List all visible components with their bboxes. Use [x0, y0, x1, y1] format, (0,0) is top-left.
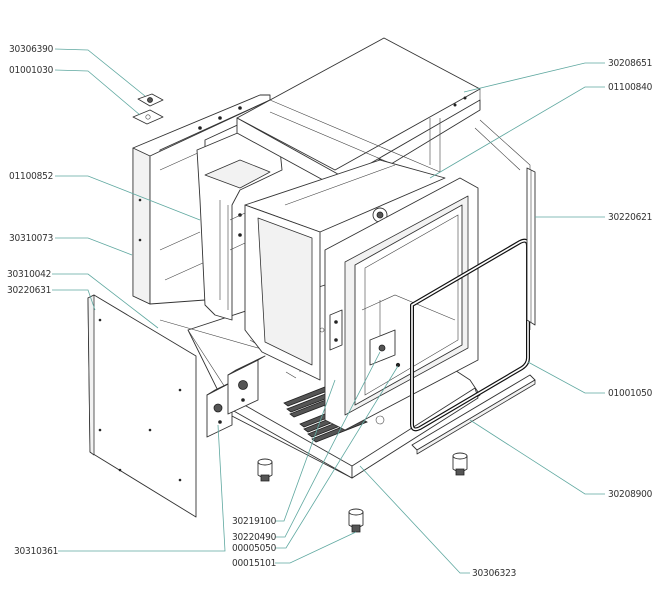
leader-30310361: [58, 424, 226, 552]
door-gasket: [410, 238, 530, 432]
left-side-panel: [87, 294, 197, 518]
callout-00015101: 00015101: [232, 558, 277, 569]
leader-00015101: [275, 531, 357, 564]
leader-30306390: [54, 48, 146, 97]
callout-30306390: 30306390: [9, 44, 54, 55]
leader-30220631: [52, 289, 96, 311]
small-bracket-parts: [132, 93, 164, 125]
leader-30310042: [52, 273, 159, 329]
hinge-bracket: [329, 309, 343, 351]
center-bracket: [369, 329, 401, 368]
leader-01001030: [54, 69, 141, 116]
front-frame: [324, 177, 479, 431]
callout-01100852: 01100852: [9, 171, 54, 182]
foot-front: [348, 508, 364, 533]
callout-30310073: 30310073: [9, 233, 54, 244]
feet: [257, 452, 468, 533]
side-duct: [196, 131, 283, 321]
leader-01100852: [55, 175, 201, 221]
leader-30208900: [469, 419, 605, 495]
leader-30306323: [359, 465, 470, 574]
foot-left: [257, 458, 273, 482]
leader-30208651: [463, 62, 605, 93]
leader-01100840: [429, 86, 605, 179]
callout-30220621: 30220621: [608, 212, 653, 223]
right-side-panel: [526, 167, 536, 326]
leader-30310073: [55, 237, 133, 256]
leader-30219100: [275, 379, 336, 522]
control-brackets: [206, 355, 266, 438]
leader-00005050: [275, 365, 399, 549]
callout-30306323: 30306323: [472, 568, 517, 579]
callout-30220631: 30220631: [7, 285, 52, 296]
callout-30219100: 30219100: [232, 516, 277, 527]
callout-01100840: 01100840: [608, 82, 653, 93]
callout-30310042: 30310042: [7, 269, 52, 280]
leader-lines: [52, 48, 605, 574]
leader-30220490: [275, 351, 381, 538]
callout-30208651: 30208651: [608, 58, 653, 69]
callout-01001050: 01001050: [608, 388, 653, 399]
callout-30208900: 30208900: [608, 489, 653, 500]
oven-chamber: [244, 159, 446, 381]
leader-01001050: [527, 361, 605, 394]
bottom-front-rail: [411, 374, 536, 455]
back-left-panel: [132, 94, 271, 305]
callout-30220490: 30220490: [232, 532, 277, 543]
callout-01001030: 01001030: [9, 65, 54, 76]
callout-30310361: 30310361: [14, 546, 59, 557]
callout-00005050: 00005050: [232, 543, 277, 554]
foot-right: [452, 452, 468, 476]
